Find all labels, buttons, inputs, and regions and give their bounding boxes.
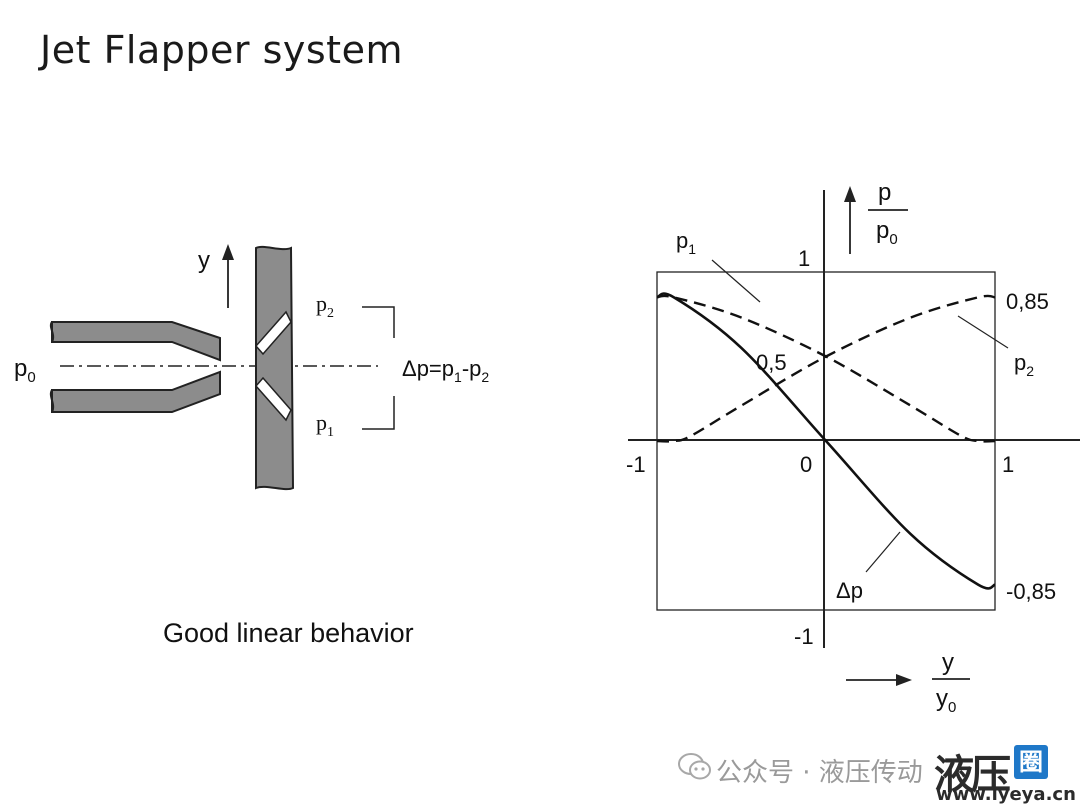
lower-port-label: p1: [316, 410, 334, 440]
tick-x-neg: -1: [626, 452, 646, 477]
leader-p1: [711, 259, 761, 303]
label-mid: 0,5: [756, 350, 787, 375]
page-title: Jet Flapper system: [40, 28, 403, 72]
y-title-num: p: [878, 179, 891, 206]
watermark-logo: 液压圈: [934, 742, 1048, 800]
label-low: -0,85: [1006, 579, 1056, 604]
label-p2: p2: [1014, 350, 1034, 379]
x-title-num: y: [942, 649, 954, 676]
y-title-den: p0: [876, 217, 898, 248]
pressure-bracket: [362, 306, 395, 338]
y-label: y: [198, 247, 210, 274]
tick-y-pos: 1: [798, 246, 810, 271]
upper-port-label: p2: [316, 291, 334, 321]
delta-p-formula: Δp=p1-p2: [402, 356, 489, 385]
pressure-chart: p p0 y y0 -1 0 1 1 -1 0,5 0,85 -0,85 p1 …: [626, 179, 1080, 716]
nozzle-lower-wall: [51, 370, 221, 413]
leader-p2: [957, 315, 1009, 349]
label-high: 0,85: [1006, 289, 1049, 314]
series-line-p2: [656, 294, 996, 443]
inlet-label: p0: [14, 355, 36, 386]
flapper-plate: [255, 245, 295, 491]
label-p1: p1: [676, 228, 696, 257]
watermark-url: www.iyeya.cn: [936, 784, 1076, 805]
watermark-account: 公众号 · 液压传动: [716, 758, 923, 788]
series-line-p1: [656, 294, 996, 443]
watermark-logo-box: 圈: [1014, 745, 1048, 779]
series-line-p: [656, 292, 996, 590]
watermark-logo-text: 液压: [934, 752, 1011, 798]
lower-port-channel: [255, 376, 292, 422]
tick-x-pos: 1: [1002, 452, 1014, 477]
tick-x-zero: 0: [800, 452, 812, 477]
upper-port-channel: [255, 310, 292, 356]
caption: Good linear behavior: [163, 618, 414, 648]
x-title-den: y0: [936, 685, 956, 716]
wechat-icon: [678, 753, 711, 780]
leader-dp: [865, 531, 901, 573]
label-dp: Δp: [836, 578, 863, 603]
jet-flapper-schematic: y p0 p2 p1 Δp=p1-p2: [14, 244, 489, 491]
series-layer: [656, 292, 996, 590]
nozzle-upper-wall: [51, 321, 221, 362]
tick-y-neg: -1: [794, 624, 814, 649]
